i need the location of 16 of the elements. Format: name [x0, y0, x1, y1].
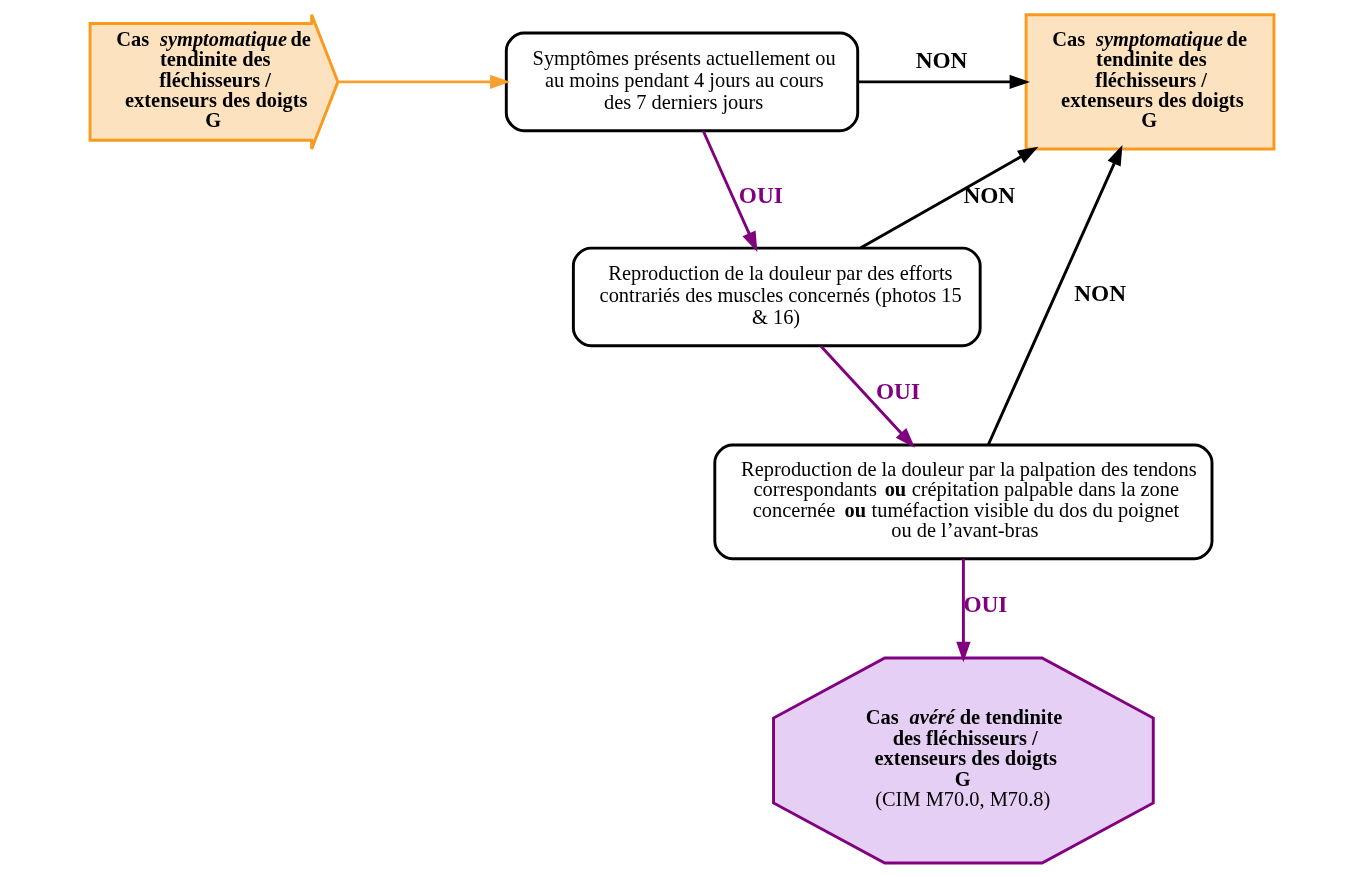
node-box: Reproduction de la douleur par des efforts contrariés des muscles concernés (photos 15 & 16): [571, 246, 982, 347]
node-box: Cas symptomatique de tendinite des fléchisseurs / extenseurs des doigts G: [1024, 12, 1276, 150]
edge-label: NON: [963, 181, 1016, 208]
arrow: [819, 344, 915, 448]
edge-label: NON: [1074, 279, 1127, 306]
arrow: [859, 146, 1039, 249]
edge-label: NON: [915, 46, 968, 73]
edge-label: OUI: [875, 377, 920, 404]
arrow: [956, 558, 971, 662]
arrow: [858, 74, 1031, 89]
arrow: [701, 129, 758, 252]
node-box: Symptômes présents actuellement ou au moins pendant 4 jours au cours des 7 derniers jours: [504, 31, 860, 132]
arrow: [338, 74, 511, 89]
edge-label: OUI: [738, 181, 783, 208]
arrow: [987, 144, 1123, 445]
node-box: Reproduction de la douleur par la palpation des tendons correspondants ou crépitation palpable dans la zone concernée ou tuméfaction visible du dos du poignet ou de l’avant-bras: [713, 443, 1214, 560]
